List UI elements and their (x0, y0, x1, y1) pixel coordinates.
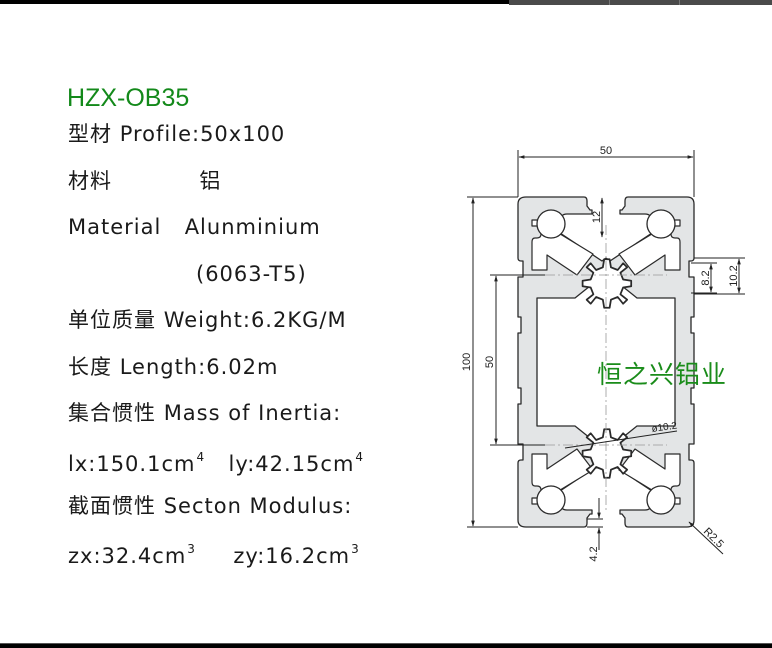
spec-length: 长度 Length:6.02m (68, 355, 279, 379)
length-value: 6.02m (206, 355, 279, 379)
modulus-zx: zx:32.4cm (68, 544, 187, 568)
spec-material-en: Material Alunminium (68, 217, 321, 238)
bottom-frame-bar (0, 643, 772, 648)
modulus-zy: zy:16.2cm (233, 544, 351, 568)
dim-core-hole-label: ø10.2 (651, 420, 678, 435)
spec-inertia-heading: 集合惯性 Mass of Inertia: (68, 403, 341, 424)
material-label-en: Material (68, 215, 162, 239)
spec-modulus-values: zx:32.4cm3 zy:16.2cm3 (68, 543, 360, 567)
modulus-label-cn: 截面惯性 (68, 494, 156, 518)
top-frame-bar (0, 0, 772, 4)
material-value-en: Alunminium (184, 215, 321, 239)
dim-slot-inner-label: 8.2 (700, 270, 712, 285)
tab-segment (680, 0, 772, 5)
dim-height (467, 196, 518, 528)
dim-center-distance (490, 274, 545, 446)
core-hole-bottom (581, 428, 633, 479)
spec-material-cn: 材料 铝 (68, 171, 221, 192)
model-number: HZX-OB35 (67, 84, 190, 112)
weight-value: 6.2KG/M (250, 308, 347, 332)
dim-core-hole-leader (564, 430, 678, 449)
spec-inertia-values: lx:150.1cm4 ly:42.15cm4 (68, 451, 364, 475)
profile-label-cn: 型材 (68, 122, 112, 146)
weight-label-cn: 单位质量 (68, 308, 156, 332)
dim-slot-depth-label: 12 (591, 211, 603, 223)
dim-slot-outer-label: 10.2 (728, 265, 740, 286)
brand-watermark: 恒之兴铝业 (597, 360, 728, 389)
weight-label-en: Weight (163, 308, 243, 332)
dim-slot-lip-label: 4.2 (588, 546, 600, 561)
inertia-iy-exponent: 4 (355, 450, 365, 464)
center-lines (545, 225, 667, 510)
material-value-cn: 铝 (199, 169, 222, 193)
profile-label-en: Profile (119, 122, 192, 146)
dim-width-label: 50 (600, 145, 612, 157)
inertia-label-cn: 集合惯性 (68, 401, 156, 425)
dim-slot-lip (587, 498, 603, 550)
modulus-zx-exponent: 3 (187, 542, 196, 556)
material-label-cn: 材料 (68, 169, 112, 193)
material-grade: (6063-T5) (196, 262, 307, 286)
inertia-ix-exponent: 4 (196, 450, 206, 464)
core-hole-top (581, 258, 633, 309)
profile-value: 50x100 (200, 122, 286, 146)
profile-body (517, 196, 695, 528)
dim-slot-widths (691, 257, 745, 295)
tab-segment (610, 0, 681, 5)
inertia-iy: ly:42.15cm (228, 452, 355, 476)
length-label-cn: 长度 (68, 355, 112, 379)
inertia-label-en: Mass of Inertia: (163, 401, 342, 425)
dim-width (517, 150, 695, 197)
spec-profile: 型材 Profile:50x100 (68, 122, 286, 146)
top-tab-strip (509, 0, 772, 5)
tab-segment (509, 0, 610, 5)
dim-center-distance-label: 50 (484, 356, 496, 368)
modulus-label-en: Secton Modulus: (163, 494, 353, 518)
dim-height-label: 100 (461, 353, 473, 371)
spec-weight: 单位质量 Weight:6.2KG/M (68, 308, 347, 332)
modulus-zy-exponent: 3 (351, 542, 360, 556)
dim-corner-radius-label: R2.5 (701, 526, 726, 551)
length-label-en: Length (119, 355, 199, 379)
profile-cross-section-drawing: 50 100 50 12 8.2 10.2 ø10.2 4.2 R2.5 (461, 145, 745, 562)
dim-corner-radius-leader (688, 521, 724, 555)
inertia-ix: lx:150.1cm (68, 452, 196, 476)
spec-modulus-heading: 截面惯性 Secton Modulus: (68, 496, 352, 517)
